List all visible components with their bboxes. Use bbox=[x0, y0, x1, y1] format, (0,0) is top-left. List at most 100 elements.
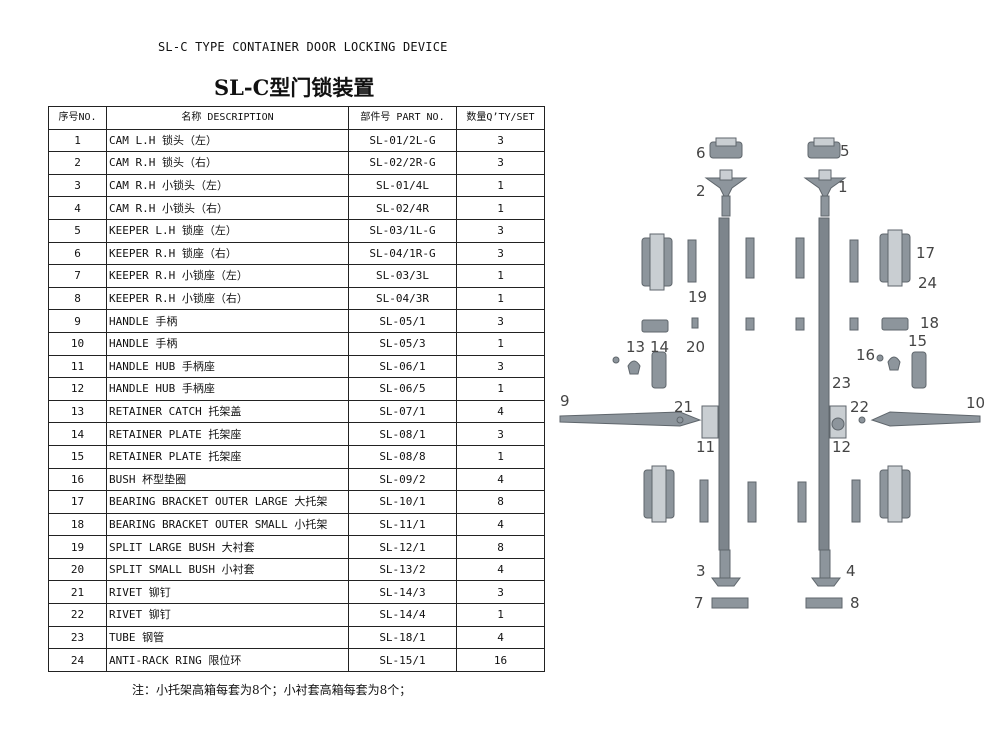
rivet-21 bbox=[676, 416, 684, 424]
cell-part-no: SL-06/5 bbox=[348, 377, 457, 401]
cell-no: 12 bbox=[48, 377, 107, 401]
document-title-chinese: SL-C型门锁装置 bbox=[214, 75, 375, 100]
cell-no: 6 bbox=[48, 241, 107, 266]
cell-part-no: SL-01/4L bbox=[348, 173, 457, 198]
tube-left bbox=[718, 217, 730, 551]
cell-description: RETAINER PLATE 托架座 bbox=[106, 422, 349, 446]
keeper-6 bbox=[709, 137, 743, 159]
cell-description: KEEPER R.H 锁座（右） bbox=[106, 241, 349, 266]
cell-qty: 3 bbox=[456, 218, 545, 243]
diagram-label-24: 24 bbox=[918, 274, 937, 292]
diagram-label-20: 20 bbox=[686, 338, 705, 356]
cam-1 bbox=[803, 169, 847, 217]
cell-description: RETAINER CATCH 托架盖 bbox=[106, 399, 349, 424]
cell-no: 17 bbox=[48, 490, 107, 514]
cell-description: HANDLE 手柄 bbox=[106, 309, 349, 333]
diagram-label-3: 3 bbox=[696, 562, 706, 580]
cell-part-no: SL-14/4 bbox=[348, 603, 457, 627]
cell-part-no: SL-08/1 bbox=[348, 422, 457, 446]
cell-no: 2 bbox=[48, 151, 107, 175]
cell-no: 21 bbox=[48, 580, 107, 605]
cell-description: TUBE 钢管 bbox=[106, 625, 349, 650]
cell-description: CAM R.H 小锁头（右） bbox=[106, 196, 349, 220]
cell-no: 10 bbox=[48, 331, 107, 356]
cell-no: 23 bbox=[48, 625, 107, 650]
cell-qty: 4 bbox=[456, 512, 545, 537]
cell-no: 20 bbox=[48, 557, 107, 582]
cell-qty: 4 bbox=[456, 625, 545, 650]
diagram-label-4: 4 bbox=[846, 562, 856, 580]
cell-qty: 4 bbox=[456, 399, 545, 424]
diagram-label-2: 2 bbox=[696, 182, 706, 200]
diagram-label-15: 15 bbox=[908, 332, 927, 350]
cell-no: 16 bbox=[48, 467, 107, 492]
tube-right bbox=[818, 217, 830, 551]
diagram-label-23: 23 bbox=[832, 374, 851, 392]
cell-part-no: SL-06/1 bbox=[348, 354, 457, 379]
bearing-bracket-small bbox=[641, 317, 909, 333]
cell-no: 19 bbox=[48, 535, 107, 559]
cell-no: 4 bbox=[48, 196, 107, 220]
diagram-label-11: 11 bbox=[696, 438, 715, 456]
cell-qty: 1 bbox=[456, 196, 545, 220]
cell-no: 11 bbox=[48, 354, 107, 379]
cell-qty: 1 bbox=[456, 173, 545, 198]
cell-part-no: SL-15/1 bbox=[348, 648, 457, 672]
cell-part-no: SL-14/3 bbox=[348, 580, 457, 605]
handle-10 bbox=[870, 411, 981, 427]
cell-part-no: SL-03/3L bbox=[348, 264, 457, 288]
cell-part-no: SL-18/1 bbox=[348, 625, 457, 650]
cell-part-no: SL-03/1L-G bbox=[348, 218, 457, 243]
diagram-label-21: 21 bbox=[674, 398, 693, 416]
cell-description: KEEPER R.H 小锁座（右） bbox=[106, 286, 349, 311]
cell-description: SPLIT SMALL BUSH 小衬套 bbox=[106, 557, 349, 582]
diagram-label-19: 19 bbox=[688, 288, 707, 306]
cell-part-no: SL-12/1 bbox=[348, 535, 457, 559]
cell-no: 7 bbox=[48, 264, 107, 288]
cell-no: 9 bbox=[48, 309, 107, 333]
cam-3 bbox=[711, 549, 741, 587]
cell-part-no: SL-11/1 bbox=[348, 512, 457, 537]
cell-no: 24 bbox=[48, 648, 107, 672]
cell-qty: 1 bbox=[456, 264, 545, 288]
cell-description: KEEPER L.H 锁座（左） bbox=[106, 218, 349, 243]
cell-description: ANTI-RACK RING 限位环 bbox=[106, 648, 349, 672]
diagram-label-17: 17 bbox=[916, 244, 935, 262]
cell-part-no: SL-10/1 bbox=[348, 490, 457, 514]
cell-qty: 1 bbox=[456, 603, 545, 627]
diagram-label-7: 7 bbox=[694, 594, 704, 612]
diagram-label-18: 18 bbox=[920, 314, 939, 332]
cell-part-no: SL-13/2 bbox=[348, 557, 457, 582]
split-bushes bbox=[687, 237, 861, 523]
rivet-22 bbox=[858, 416, 866, 424]
diagram-label-6: 6 bbox=[696, 144, 706, 162]
diagram-label-9: 9 bbox=[560, 392, 570, 410]
cell-description: RIVET 铆钉 bbox=[106, 580, 349, 605]
cam-4 bbox=[811, 549, 841, 587]
diagram-label-5: 5 bbox=[840, 142, 850, 160]
cell-no: 5 bbox=[48, 218, 107, 243]
bearing-bracket-large bbox=[641, 229, 911, 523]
cell-description: RETAINER PLATE 托架座 bbox=[106, 444, 349, 469]
cell-description: BEARING BRACKET OUTER LARGE 大托架 bbox=[106, 490, 349, 514]
cell-description: BEARING BRACKET OUTER SMALL 小托架 bbox=[106, 512, 349, 537]
diagram-label-16: 16 bbox=[856, 346, 875, 364]
